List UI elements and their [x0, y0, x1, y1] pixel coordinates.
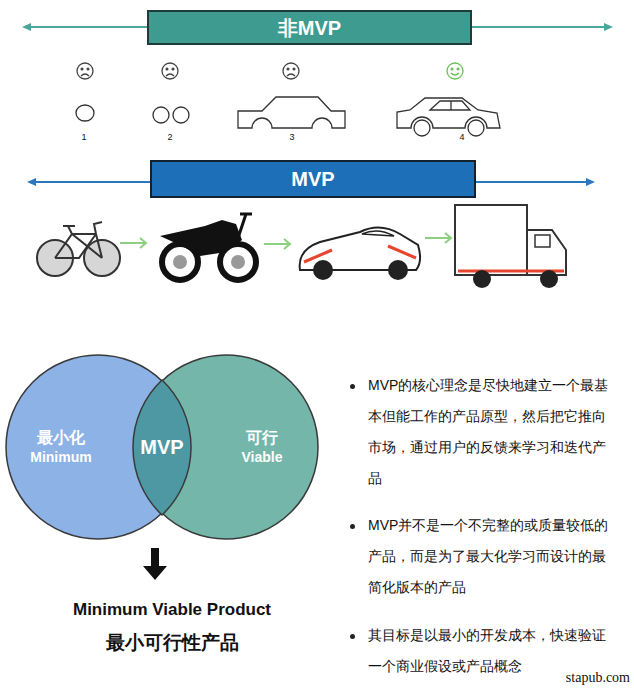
sad-face: [287, 68, 289, 70]
sad-face: [287, 74, 295, 76]
band-title: 非MVP: [147, 10, 472, 45]
motorcycle: [160, 220, 242, 256]
term-english: Minimum Viable Product: [73, 600, 271, 620]
green-arrow: [425, 233, 451, 243]
sad-face: [81, 74, 89, 76]
band-title: MVP: [150, 160, 476, 198]
car-parts-sketch: [238, 97, 345, 128]
node-text: MVP: [291, 166, 334, 192]
sad-face: [87, 68, 89, 70]
node-heading: 可行: [242, 428, 283, 449]
happy-face: [447, 63, 463, 79]
down-arrow: [143, 548, 167, 580]
sports-car: [304, 246, 416, 262]
car-parts-sketch: [173, 107, 189, 123]
sad-face: [293, 68, 295, 70]
node-heading: MVP: [291, 166, 334, 192]
node-subtext: Viable: [242, 448, 283, 466]
watermark: stapub.com: [566, 670, 630, 687]
truck: [473, 270, 491, 288]
sad-face: [77, 63, 299, 79]
callout-number: 3: [289, 132, 294, 143]
venn-overlap-shape: [133, 380, 191, 515]
truck: [527, 230, 566, 275]
happy-face: [457, 68, 459, 70]
sports-car: [362, 231, 394, 236]
car-parts-sketch: [414, 120, 430, 136]
venn-overlap: MVP: [133, 380, 191, 515]
node-subtext: Minimum: [30, 448, 91, 466]
sad-face: [166, 74, 174, 76]
callout-number: 2: [167, 132, 172, 143]
happy-face: [451, 73, 459, 75]
car-parts-sketch: [430, 101, 470, 110]
car-parts-sketch: [76, 97, 500, 136]
happy-face: [451, 68, 453, 70]
car-parts-sketch: [76, 105, 94, 121]
node-text: 非MVP: [278, 15, 341, 41]
car-parts-sketch: [468, 120, 484, 136]
bicycle: [55, 222, 102, 258]
callout-number: 4: [459, 132, 464, 143]
motorcycle: [173, 255, 187, 269]
motorcycle: [238, 214, 252, 238]
bicycle: [37, 222, 120, 276]
motorcycle: [160, 214, 256, 280]
bullet-note: MVP的核心理念是尽快地建立一个最基本但能工作的产品原型，然后把它推向市场，通过…: [368, 370, 618, 494]
node-text: 最小化Minimum: [30, 428, 91, 467]
sad-face: [283, 63, 299, 79]
car-parts-sketch: [153, 107, 169, 123]
sad-face: [77, 63, 93, 79]
truck: [535, 235, 550, 247]
node-heading: MVP: [140, 434, 183, 460]
sports-car: [313, 260, 333, 280]
bullet-note: MVP并不是一个不完整的或质量较低的产品，而是为了最大化学习而设计的最简化版本的…: [368, 510, 618, 603]
truck: [455, 205, 527, 275]
motorcycle: [231, 255, 245, 269]
node-text: 可行Viable: [242, 428, 283, 467]
band-title-shape: [148, 11, 471, 44]
happy-face: [447, 63, 463, 79]
green-arrow: [120, 233, 451, 249]
callout-number: 1: [81, 132, 86, 143]
sports-car: [388, 260, 408, 280]
sad-face: [172, 68, 174, 70]
term-chinese: 最小可行性产品: [106, 632, 239, 655]
sad-face: [162, 63, 178, 79]
truck: [540, 270, 558, 288]
node-heading: 非MVP: [278, 15, 341, 41]
node-text: MVP: [140, 434, 183, 460]
node-heading: 最小化: [30, 428, 91, 449]
sad-face: [81, 68, 83, 70]
sad-face: [166, 68, 168, 70]
truck: [455, 205, 566, 288]
green-arrow: [120, 238, 146, 248]
sports-car: [300, 227, 420, 280]
band-title-shape: [151, 161, 475, 197]
green-arrow: [264, 239, 290, 249]
car-parts-sketch: [397, 98, 500, 128]
